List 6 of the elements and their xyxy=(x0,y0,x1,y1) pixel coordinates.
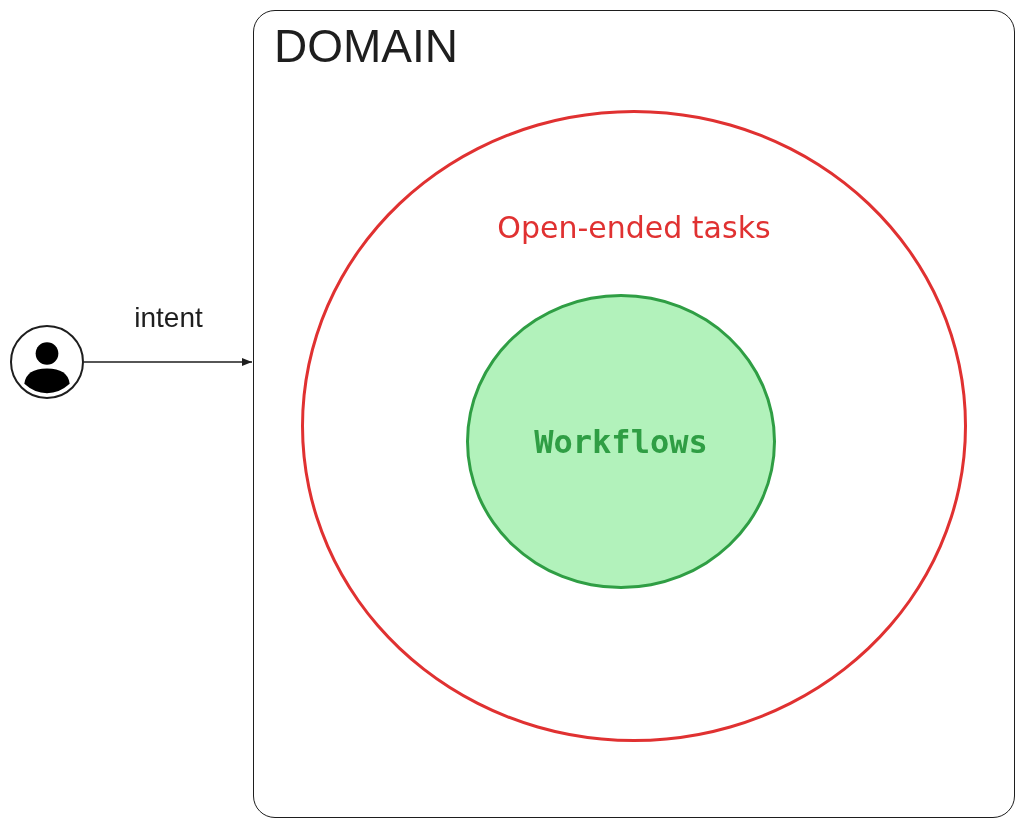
circle-label: Open-ended tasks xyxy=(496,209,772,247)
tasks-circle xyxy=(301,110,967,742)
arrow xyxy=(83,358,253,366)
box-title: DOMAIN xyxy=(274,23,458,69)
circle-label: Workflows xyxy=(534,421,708,463)
domain-box xyxy=(253,10,1015,818)
